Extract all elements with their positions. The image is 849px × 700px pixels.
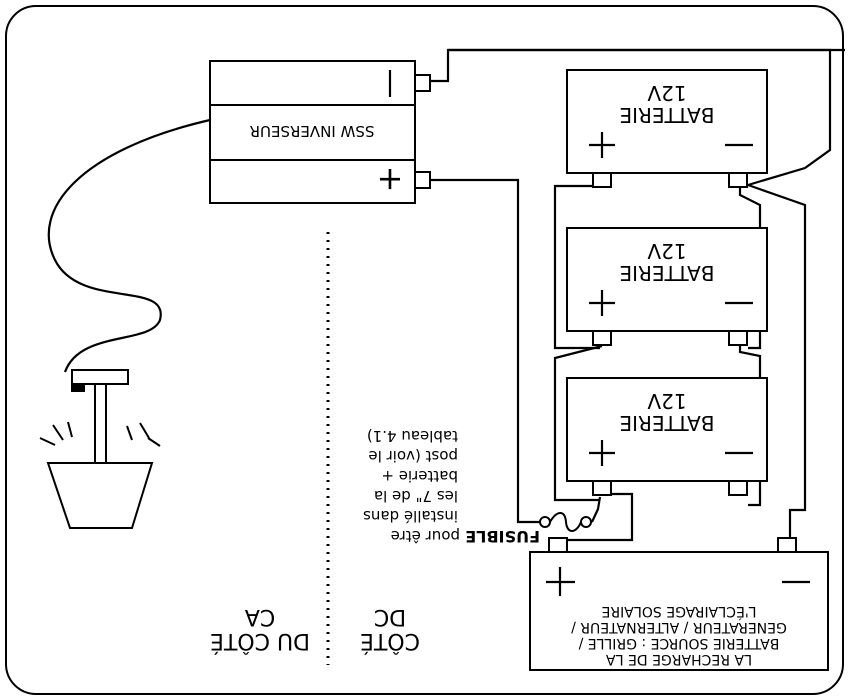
charger-line-3: GENERATEUR / ALTERNATEUR / xyxy=(571,619,787,635)
fuse-note-line-2: installé dans xyxy=(363,507,458,525)
charger-neg-terminal xyxy=(777,537,797,553)
dc-side-label: CÔTÉ DC xyxy=(360,604,420,654)
wire-b1-b2-pos xyxy=(553,184,602,350)
wire-b3-charger-pos xyxy=(558,492,634,542)
charger-box xyxy=(529,551,829,671)
light-ray xyxy=(39,437,56,446)
fuse-element xyxy=(549,512,582,532)
battery-label-line-1: BATTERIE xyxy=(620,411,715,435)
inverter-label: SSW INVERSEUR xyxy=(250,122,375,140)
ac-label-line-1: DU CÔTÉ xyxy=(210,628,310,654)
frame-border xyxy=(5,5,844,695)
battery-pos-terminal xyxy=(592,172,612,188)
battery-neg-terminal xyxy=(728,480,748,496)
dc-label-line-2: DC xyxy=(374,604,406,629)
fuse-left-terminal xyxy=(539,516,551,528)
battery-neg-terminal xyxy=(728,172,748,188)
lamp-shade xyxy=(46,462,154,529)
inverter-pos-terminal xyxy=(414,171,431,189)
battery-pos-terminal xyxy=(592,330,612,346)
fuse-note: FUSIBLE pour être installé dans les 7" d… xyxy=(363,427,540,546)
fuse-right-terminal xyxy=(580,516,592,528)
lamp-plug xyxy=(71,369,129,385)
battery-label-line-2: 12V xyxy=(647,81,686,105)
battery-label-line-1: BATTERIE xyxy=(620,103,715,127)
wires xyxy=(47,48,845,542)
fuse xyxy=(539,512,592,532)
fuse-title: FUSIBLE xyxy=(465,527,540,546)
ac-label-line-2: CA xyxy=(245,604,275,629)
charger-line-4: L'ÉCLAIRAGE SOLAIRE xyxy=(601,603,756,620)
battery-label-line-2: 12V xyxy=(647,389,686,413)
battery-body xyxy=(566,227,768,332)
wire-b2-b3-pos xyxy=(553,344,603,502)
battery-body xyxy=(566,69,768,174)
fuse-note-line-5: post (voir le xyxy=(368,447,458,465)
wire-b2-b3-neg xyxy=(738,346,762,507)
fuse-note-line-3: les 7" de la xyxy=(374,487,458,505)
charger-pos-terminal xyxy=(548,537,568,553)
inverter: + SSW INVERSEUR xyxy=(209,60,431,204)
wire-neg-to-charger xyxy=(747,183,807,538)
svg-text:FUSIBLE: FUSIBLE xyxy=(465,527,540,546)
ac-side-label: DU CÔTÉ CA xyxy=(210,604,310,654)
fuse-note-line-6: tableau 4.1) xyxy=(367,427,458,445)
wire-b1-b2-neg xyxy=(738,185,762,350)
lamp-plug-prongs xyxy=(71,383,85,392)
inverter-body xyxy=(209,60,416,204)
fuse-note-line-1: pour être xyxy=(391,527,460,545)
battery-label-line-2: 12V xyxy=(647,239,686,263)
dc-label-line-1: CÔTÉ xyxy=(360,628,420,654)
fuse-note-line-4: batterie + xyxy=(381,467,458,485)
inverter-neg-terminal xyxy=(414,74,431,92)
battery-pos-terminal xyxy=(592,480,612,496)
charger-line-2: BATTERIE SOURCE : GRILLE / xyxy=(578,635,779,651)
wire-inv-pos xyxy=(430,178,540,524)
battery-neg-terminal xyxy=(728,330,748,346)
lamp-cord xyxy=(47,118,211,373)
lamp xyxy=(39,369,161,529)
wire-neg-main xyxy=(448,48,832,187)
charger-line-1: LA RECHARGE DE LA xyxy=(605,651,752,667)
battery-label-line-1: BATTERIE xyxy=(620,261,715,285)
battery-body xyxy=(566,377,768,482)
charger: LA RECHARGE DE LA BATTERIE SOURCE : GRIL… xyxy=(529,537,829,671)
inverter-pos-symbol: + xyxy=(377,161,404,199)
